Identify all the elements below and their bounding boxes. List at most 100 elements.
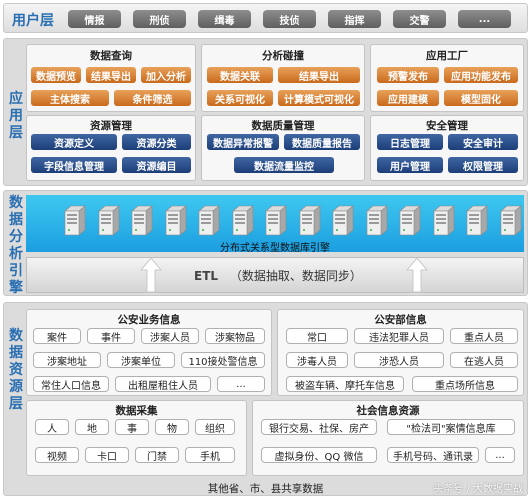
panel-title: 公安业务信息 — [117, 314, 181, 326]
stolen-vehicle-box: 被盗车辆、摩托车信息 — [286, 376, 404, 392]
user-item-intelligence: 情报 — [68, 10, 121, 28]
analysis-engine-layer: 数据分析引擎 分布式关系型数据库引擎 ETL （数据抽取、数据同步） — [3, 190, 528, 296]
analysis-engine-layer-label: 数据分析引擎 — [9, 195, 23, 296]
server-icon — [231, 205, 254, 236]
data-anomaly-alarm-button: 数据异常报警 — [207, 134, 279, 150]
user-item-narcotics: 缉毒 — [198, 10, 251, 28]
server-icon — [499, 205, 522, 236]
watermark: 头条号 / 大数据实战 — [433, 484, 523, 495]
place-box: 地 — [75, 419, 109, 435]
user-item-traffic-police: 交警 — [393, 10, 446, 28]
user-management-button: 用户管理 — [377, 157, 443, 173]
user-layer: 用户层 情报 刑侦 缉毒 技侦 指挥 交警 ... — [3, 3, 528, 33]
field-info-management-button: 字段信息管理 — [31, 157, 117, 173]
phone-contacts-box: 手机号码、通讯录 — [387, 447, 479, 463]
export-results-button: 结果导出 — [86, 67, 136, 83]
key-person-box: 重点人员 — [450, 328, 518, 344]
application-layer: 应用层 数据查询 数据预览 结果导出 加入分析 主体搜索 条件筛选 分析碰撞 数… — [3, 38, 528, 186]
alert-publish-button: 预警发布 — [377, 67, 439, 83]
arrow-up-icon — [140, 257, 162, 293]
panel-analysis-collision: 分析碰撞 数据关联 结果导出 关系可视化 计算模式可视化 — [201, 44, 365, 112]
add-to-analysis-button: 加入分析 — [141, 67, 191, 83]
etl-title: ETL — [194, 269, 219, 283]
database-engine-band: 分布式关系型数据库引擎 — [26, 195, 524, 254]
user-item-tech-investigation: 技侦 — [263, 10, 316, 28]
person-box: 人 — [35, 419, 69, 435]
video-box: 视频 — [35, 447, 79, 463]
panel-data-query: 数据查询 数据预览 结果导出 加入分析 主体搜索 条件筛选 — [26, 44, 196, 112]
arrow-up-icon — [406, 257, 428, 293]
rental-tenant-box: 出租屋租住人员 — [115, 376, 211, 392]
virtual-identity-box: 虚拟身份、QQ 微信 — [261, 447, 377, 463]
panel-security-management: 安全管理 日志管理 安全审计 用户管理 权限管理 — [370, 115, 524, 181]
involved-item-box: 涉案物品 — [205, 328, 265, 344]
resource-definition-button: 资源定义 — [31, 134, 117, 150]
server-icon — [466, 205, 488, 236]
server-icon — [432, 205, 455, 236]
panel-title: 分析碰撞 — [262, 50, 304, 62]
panel-title: 公安部信息 — [374, 314, 427, 326]
app-modeling-button: 应用建模 — [377, 90, 439, 106]
panel-data-quality-management: 数据质量管理 数据异常报警 数据质量报告 数据流量监控 — [201, 115, 365, 181]
involved-unit-box: 涉案单位 — [107, 352, 175, 368]
server-icon — [365, 205, 388, 236]
data-traffic-monitor-button: 数据流量监控 — [234, 157, 334, 173]
user-item-criminal-investigation: 刑侦 — [133, 10, 186, 28]
more-box: ... — [217, 376, 265, 392]
mobile-phone-box: 手机 — [185, 447, 235, 463]
server-icon — [131, 205, 153, 236]
object-box: 物 — [155, 419, 189, 435]
server-icon — [97, 205, 120, 236]
permission-management-button: 权限管理 — [448, 157, 518, 173]
terror-involved-box: 涉恐人员 — [354, 352, 444, 368]
panel-title: 数据查询 — [90, 50, 132, 62]
panel-application-factory: 应用工厂 预警发布 应用功能发布 应用建模 模型固化 — [370, 44, 524, 112]
server-icon — [332, 205, 354, 236]
data-association-button: 数据关联 — [207, 67, 273, 83]
panel-title: 安全管理 — [426, 120, 468, 132]
export-results-button: 结果导出 — [278, 67, 360, 83]
model-solidify-button: 模型固化 — [444, 90, 518, 106]
panel-title: 数据质量管理 — [251, 120, 315, 132]
case-box: 案件 — [33, 328, 81, 344]
data-resource-layer-label: 数据资源层 — [9, 328, 23, 412]
event-box: 事件 — [87, 328, 135, 344]
panel-resource-management: 资源管理 资源定义 资源分类 字段信息管理 资源编目 — [26, 115, 196, 181]
user-layer-label: 用户层 — [12, 13, 54, 29]
etl-bar — [26, 257, 524, 293]
resident-box: 常口 — [286, 328, 348, 344]
involved-person-box: 涉案人员 — [141, 328, 199, 344]
etl-label: ETL （数据抽取、数据同步） — [194, 267, 362, 284]
panel-data-collection: 数据采集 人 地 事 物 组织 视频 卡口 门禁 手机 — [26, 400, 247, 476]
bank-social-housing-box: 银行交易、社保、房产 — [261, 419, 377, 435]
fugitive-box: 在逃人员 — [450, 352, 518, 368]
data-resource-layer: 数据资源层 公安业务信息 案件 事件 涉案人员 涉案物品 涉案地址 涉案单位 1… — [3, 302, 528, 496]
log-management-button: 日志管理 — [377, 134, 443, 150]
shared-data-footer: 其他省、市、县共享数据 — [207, 483, 324, 495]
server-icon — [399, 205, 421, 236]
feature-publish-button: 应用功能发布 — [444, 67, 518, 83]
resource-classification-button: 资源分类 — [122, 134, 191, 150]
panel-title: 资源管理 — [90, 120, 132, 132]
panel-title: 社会信息资源 — [356, 405, 420, 417]
application-layer-label: 应用层 — [9, 91, 23, 141]
relation-visualization-button: 关系可视化 — [207, 90, 273, 106]
panel-social-info: 社会信息资源 银行交易、社保、房产 "检法司"案情信息库 虚拟身份、QQ 微信 … — [252, 400, 524, 476]
more-box: ... — [485, 447, 515, 463]
server-icon — [64, 205, 86, 236]
etl-description: （数据抽取、数据同步） — [229, 269, 362, 283]
compute-mode-visualization-button: 计算模式可视化 — [278, 90, 360, 106]
server-icon — [198, 205, 220, 236]
110-dispatch-box: 110接处警信息 — [181, 352, 265, 368]
key-venue-box: 重点场所信息 — [412, 376, 518, 392]
offender-box: 违法犯罪人员 — [354, 328, 444, 344]
resource-catalog-button: 资源编目 — [122, 157, 191, 173]
condition-filter-button: 条件筛选 — [114, 90, 191, 106]
server-icon — [164, 205, 187, 236]
security-audit-button: 安全审计 — [448, 134, 518, 150]
checkpoint-box: 卡口 — [85, 447, 129, 463]
server-icon — [265, 205, 287, 236]
panel-title: 数据采集 — [115, 405, 158, 417]
drug-involved-box: 涉毒人员 — [286, 352, 348, 368]
panel-ministry-info: 公安部信息 常口 违法犯罪人员 重点人员 涉毒人员 涉恐人员 在逃人员 被盗车辆… — [277, 309, 524, 396]
